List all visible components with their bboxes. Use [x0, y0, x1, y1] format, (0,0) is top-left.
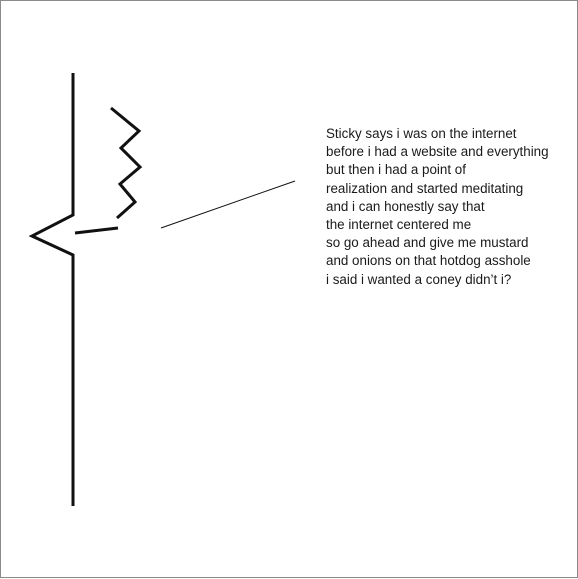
- speech-text: Sticky says i was on the internet before…: [326, 125, 571, 289]
- speech-pointer-line: [160, 180, 296, 229]
- speech-line: and i can honestly say that: [326, 198, 485, 214]
- stick-figure-arm: [74, 226, 119, 235]
- speech-line: before i had a website and everything: [326, 144, 549, 160]
- stick-figure-zigzag: [110, 106, 143, 220]
- speech-line: but then i had a point of: [326, 162, 466, 178]
- speech-line: the internet centered me: [326, 217, 472, 233]
- speech-line: so go ahead and give me mustard: [326, 235, 529, 251]
- stick-figure-body: [28, 73, 75, 506]
- speech-line: Sticky says i was on the internet: [326, 126, 517, 141]
- speech-line: and onions on that hotdog asshole: [326, 253, 531, 269]
- speech-line: realization and started meditating: [326, 180, 524, 196]
- speech-line: i said i wanted a coney didn’t i?: [326, 271, 512, 287]
